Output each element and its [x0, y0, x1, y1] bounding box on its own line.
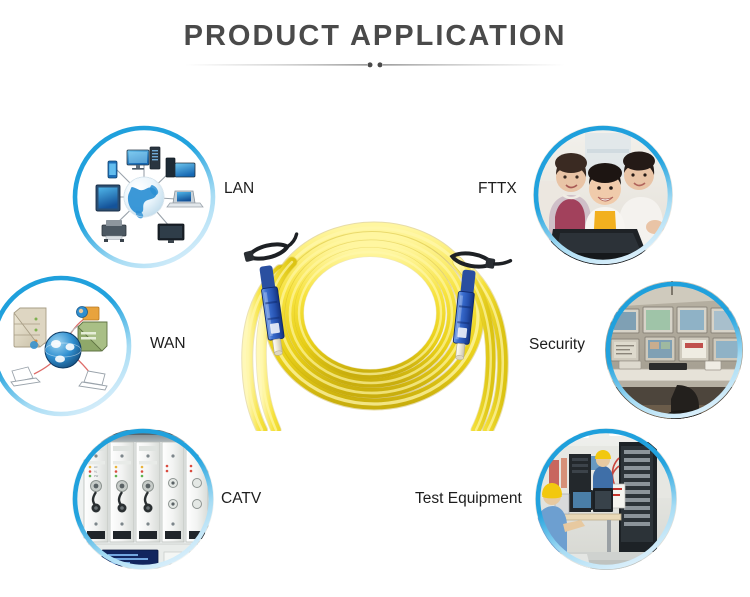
wan-circle — [0, 275, 132, 417]
product-image-fiber-patch-cord — [222, 216, 532, 436]
test-equipment-lab-photo — [535, 428, 677, 570]
lan-network-diagram-icon — [95, 146, 204, 243]
lan-circle — [72, 125, 216, 269]
security-circle — [605, 281, 743, 419]
svg-text:LD: LD — [94, 465, 97, 469]
wan-network-diagram-icon — [10, 306, 108, 391]
application-label-catv: CATV — [221, 490, 262, 507]
test-equipment-circle — [535, 428, 677, 570]
fiber-optic-patch-cord-illustration — [241, 221, 513, 436]
fttx-family-laptop-photo — [533, 125, 673, 265]
cable-tie-right — [449, 251, 513, 269]
svg-text:AL: AL — [94, 470, 98, 474]
application-label-security: Security — [529, 336, 585, 353]
svg-text:PW: PW — [94, 474, 99, 478]
application-label-test-equipment: Test Equipment — [415, 490, 522, 507]
catv-circle: LD AL PW — [72, 428, 214, 570]
application-label-wan: WAN — [150, 335, 186, 352]
sc-connector-right — [452, 269, 476, 361]
application-label-fttx: FTTX — [478, 180, 517, 197]
sc-connector-left — [259, 265, 285, 356]
page-title: PRODUCT APPLICATION — [183, 20, 567, 52]
title-divider — [185, 62, 565, 68]
cable-tie-left — [243, 232, 299, 262]
application-label-lan: LAN — [224, 180, 255, 197]
security-cctv-control-room-photo — [605, 281, 743, 419]
fttx-circle — [533, 125, 673, 265]
catv-rack-equipment-photo: LD AL PW — [72, 428, 214, 570]
